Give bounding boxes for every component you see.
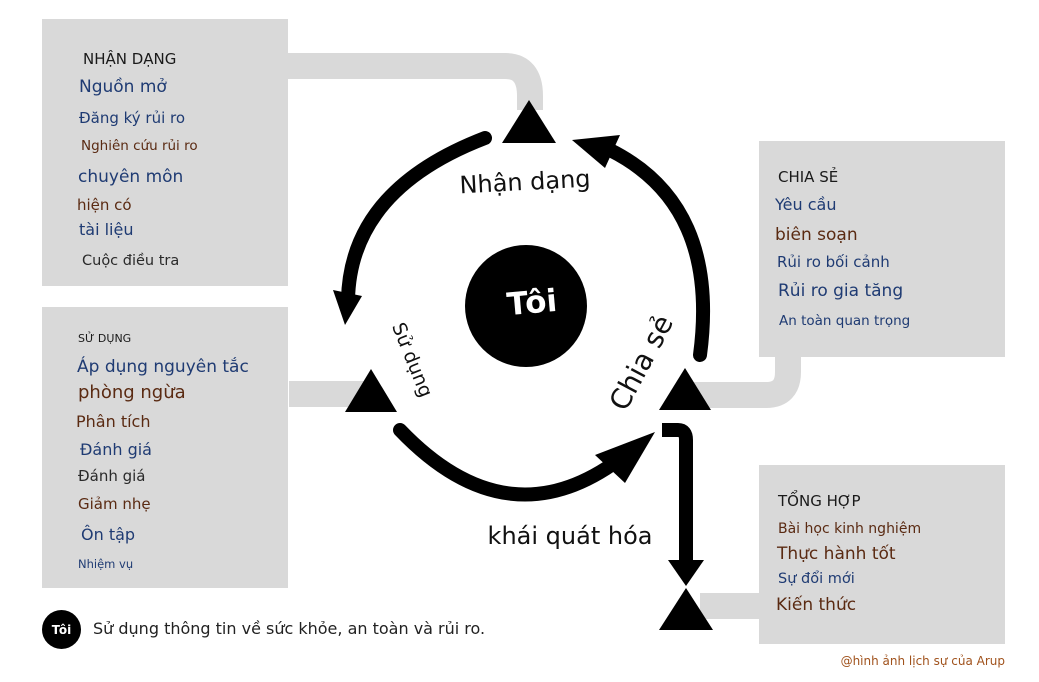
- center-circle: [465, 245, 587, 367]
- panel-share-item: Yêu cầu: [775, 195, 837, 214]
- panel-synthesize-heading: TỔNG HỢP: [778, 492, 861, 510]
- panel-use-item: Đánh giá: [80, 440, 152, 459]
- panel-synthesize: TỔNG HỢP Bài học kinh nghiệm Thực hành t…: [759, 465, 1005, 644]
- triangle-node-share: [659, 368, 711, 410]
- arrowhead-to-identify: [572, 135, 620, 168]
- panel-use-item: Ôn tập: [81, 525, 136, 544]
- panel-identify-item: Nghiên cứu rủi ro: [81, 138, 198, 154]
- panel-identify: NHẬN DẠNG Nguồn mở Đăng ký rủi ro Nghiên…: [42, 19, 288, 286]
- arc-identify-to-use: [341, 131, 492, 307]
- panel-identify-item: Đăng ký rủi ro: [79, 109, 186, 127]
- panel-identify-item: hiện có: [77, 196, 132, 214]
- panel-synthesize-item: Kiến thức: [776, 595, 857, 615]
- panel-identify-item: chuyên môn: [78, 167, 184, 187]
- panel-share-item: biên soạn: [775, 225, 858, 245]
- arrowhead-to-use: [333, 290, 362, 325]
- legend-badge-label: Tôi: [51, 622, 72, 637]
- panel-share-heading: CHIA SẺ: [778, 168, 839, 186]
- panel-use-item: Nhiệm vụ: [78, 557, 134, 571]
- center-label: Tôi: [505, 283, 558, 323]
- panel-use-heading: SỬ DỤNG: [78, 332, 132, 345]
- panel-share: CHIA SẺ Yêu cầu biên soạn Rủi ro bối cản…: [759, 141, 1005, 357]
- triangle-node-synthesize: [659, 588, 713, 630]
- panel-use-item: Đánh giá: [78, 467, 146, 485]
- panel-identify-item: Nguồn mở: [79, 77, 167, 97]
- connector-identify: [285, 53, 543, 110]
- panel-identify-item: tài liệu: [79, 220, 134, 239]
- legend-text: Sử dụng thông tin về sức khỏe, an toàn v…: [93, 619, 486, 638]
- panel-synthesize-item: Bài học kinh nghiệm: [778, 521, 922, 537]
- panel-share-item: An toàn quan trọng: [779, 313, 911, 329]
- cycle-label-identify: Nhận dạng: [459, 165, 591, 200]
- panel-synthesize-item: Thực hành tốt: [777, 544, 896, 564]
- arrow-generalize: [662, 423, 693, 560]
- cycle-label-use: Sử dụng: [387, 320, 437, 401]
- connector-share: [686, 350, 801, 408]
- image-credit: @hình ảnh lịch sự của Arup: [840, 654, 1005, 668]
- panel-use-item: Áp dụng nguyên tắc: [77, 357, 249, 377]
- arrowhead-generalize: [668, 560, 704, 586]
- panel-use-item: phòng ngừa: [78, 382, 186, 403]
- panel-share-item: Rủi ro gia tăng: [778, 281, 904, 301]
- panel-use: SỬ DỤNG Áp dụng nguyên tắc phòng ngừa Ph…: [42, 307, 288, 588]
- cycle-label-generalize: khái quát hóa: [488, 522, 653, 550]
- triangle-node-use: [345, 369, 397, 412]
- legend-badge: Tôi: [42, 610, 81, 649]
- triangle-node-identify: [502, 100, 556, 143]
- arc-use-to-share: [393, 423, 632, 502]
- panel-use-item: Giảm nhẹ: [78, 495, 151, 513]
- panel-identify-item: Cuộc điều tra: [82, 253, 180, 269]
- panel-identify-heading: NHẬN DẠNG: [83, 50, 177, 68]
- arrowhead-to-share: [595, 432, 655, 483]
- panel-use-item: Phân tích: [76, 412, 151, 431]
- panel-synthesize-item: Sự đổi mới: [778, 571, 855, 587]
- arc-share-to-identify: [603, 143, 711, 362]
- panel-share-item: Rủi ro bối cảnh: [777, 253, 890, 271]
